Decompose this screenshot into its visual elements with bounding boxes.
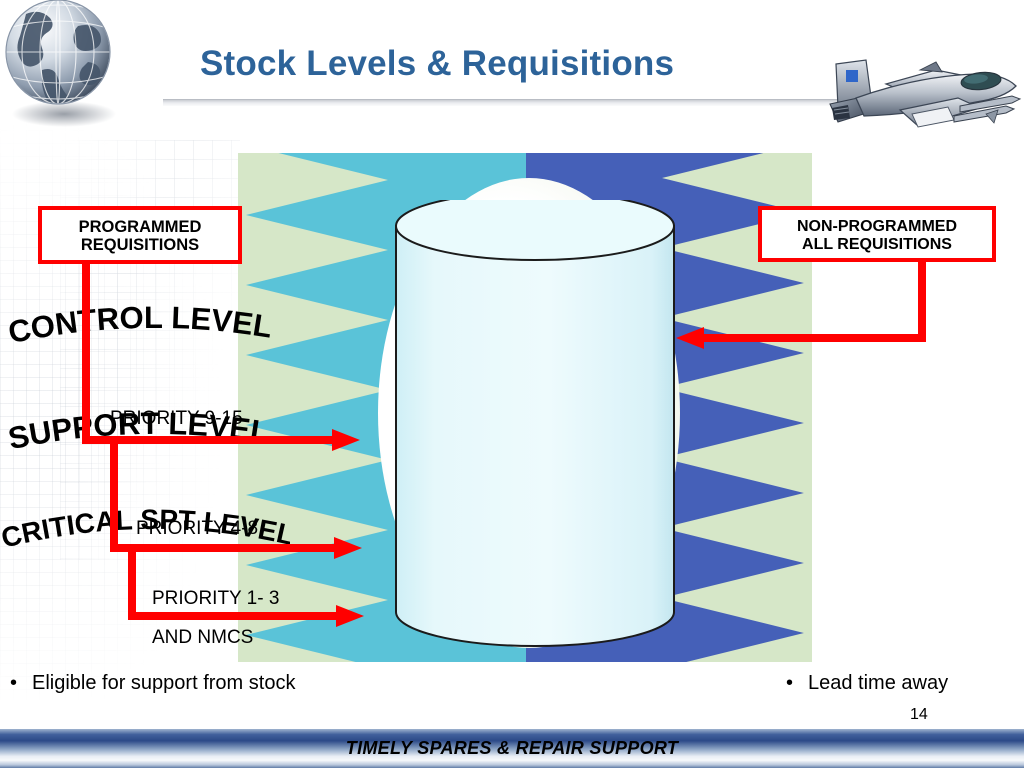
bullet-marker-right: •	[786, 672, 794, 694]
callout-left-line1: PROGRAMMED	[78, 218, 202, 236]
bullet-right-text: Lead time away	[808, 672, 949, 694]
and-nmcs-label: AND NMCS	[152, 627, 254, 648]
arrow-head-priority-1-3	[336, 605, 364, 627]
priority-4-8-label: PRIORITY 4-8	[136, 518, 259, 539]
connector-right-shaft	[700, 334, 926, 342]
fighter-jet-icon	[829, 59, 1022, 128]
page-number: 14	[910, 706, 928, 723]
globe-icon	[5, 0, 116, 127]
connector-right-vertical	[918, 262, 926, 342]
title-underline-rule	[163, 99, 843, 106]
priority-9-15-label: PRIORITY 9-15	[110, 408, 243, 429]
bullet-marker-left: •	[10, 672, 18, 694]
footer-text: TIMELY SPARES & REPAIR SUPPORT	[345, 738, 679, 758]
priority-1-3-label: PRIORITY 1- 3	[152, 588, 280, 609]
svg-text:CONTROL LEVEL: CONTROL LEVEL	[5, 300, 274, 350]
stock-level-cylinder	[395, 200, 675, 647]
bullet-lead-time-away: • Lead time away	[786, 672, 948, 695]
arrow-head-priority-4-8	[334, 537, 362, 559]
connector-arrow3-shaft	[128, 612, 344, 620]
page-title: Stock Levels & Requisitions	[200, 44, 675, 83]
control-level-label: CONTROL LEVEL	[5, 300, 274, 350]
connector-left-vertical-1	[82, 262, 90, 444]
callout-left-line2: REQUISITIONS	[80, 236, 200, 255]
connector-arrow2-shaft	[110, 544, 342, 552]
connector-left-vertical-3	[128, 552, 136, 620]
bullet-left-text: Eligible for support from stock	[32, 672, 296, 694]
arrow-head-priority-9-15	[332, 429, 360, 451]
callout-right-line1: NON-PROGRAMMED	[797, 218, 957, 235]
connector-arrow1-shaft	[82, 436, 340, 444]
bullet-eligible-for-support: • Eligible for support from stock	[10, 672, 295, 695]
footer-bar: TIMELY SPARES & REPAIR SUPPORT	[0, 729, 1024, 768]
callout-programmed-requisitions[interactable]: PROGRAMMED REQUISITIONS	[38, 206, 242, 264]
arrow-head-non-programmed	[676, 327, 704, 349]
connector-left-vertical-2	[110, 444, 118, 552]
callout-right-line2: ALL REQUISITIONS	[802, 235, 952, 253]
callout-non-programmed-requisitions[interactable]: NON-PROGRAMMED ALL REQUISITIONS	[758, 206, 996, 262]
